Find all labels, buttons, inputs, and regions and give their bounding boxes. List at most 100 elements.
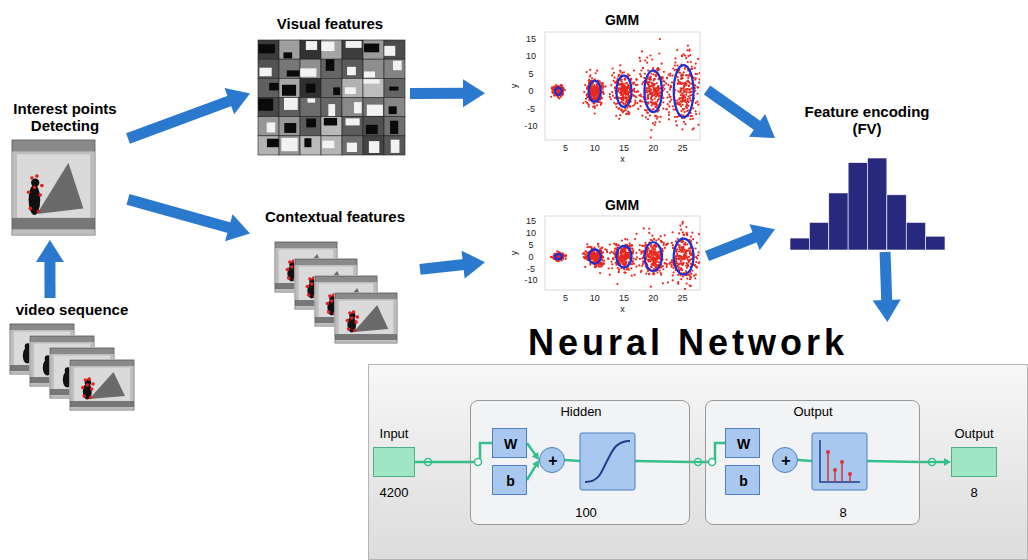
weight-box: W [492,428,527,458]
arrowhead [873,300,901,322]
tick-label: -10 [524,122,537,131]
tick-label: 10 [590,294,600,303]
signal-wire [527,460,539,480]
tick-label: 0 [528,252,533,261]
axis-label: y [510,251,519,256]
layer-block: Hidden100Wb+ [470,400,690,525]
gmm-scatter [545,32,704,154]
wire [867,461,920,462]
image-panel: Contextual features [250,205,420,348]
arrowhead [36,240,64,262]
node-value: 8 [839,506,846,521]
context-frames [275,242,397,343]
wire [798,460,812,461]
tick-label: 5 [528,240,533,249]
layer-block: Output 8 Wb + [705,400,920,525]
flow-arrow [707,90,775,138]
bias-box: b [492,465,527,495]
node-label: Neural Network [528,322,848,363]
connector-line [415,461,470,464]
node-label: W [737,436,750,452]
tick-label: 5 [563,144,568,153]
tick-label: -10 [524,276,537,285]
node-value: 100 [575,506,597,521]
node-label: b [739,473,748,489]
signal-wire [415,461,470,462]
flow-arrow [873,252,901,322]
connector-line [527,443,536,455]
panel-frame [368,364,1028,560]
node-label: Feature encoding (FV) [792,103,942,138]
flow-arrow [707,224,775,256]
flow-arrow [420,251,485,279]
tick-label: 10 [526,52,536,61]
video-frames [10,324,134,410]
arrowhead [749,224,775,250]
node-label: Output [954,427,993,442]
node-label: + [548,452,557,470]
node-label: GMM [605,12,639,28]
node-label: Output [793,405,832,420]
wire [635,461,690,462]
tick-label: 20 [648,144,658,153]
node-label: Contextual features [265,208,405,225]
output-block: Output 8 [951,425,997,503]
connector-line [690,461,705,464]
arrowhead [532,452,539,460]
node-label: video sequence [16,301,129,318]
tick-label: -5 [527,264,535,273]
histogram-panel: Feature encoding (FV) [775,100,960,252]
tick-label: 10 [590,144,600,153]
sum-node: + [772,447,798,473]
arrowhead [462,251,485,279]
cage-frame [70,360,134,410]
axis-label: x [620,305,625,314]
node-value: 8 [970,486,977,501]
network-view [368,364,1028,560]
cage-frame [12,140,95,235]
cage-frame [335,293,397,343]
sum-node: + [539,447,565,473]
arrowhead [944,458,951,466]
signal-wire [920,458,951,466]
node-label: + [781,452,790,470]
node-label: b [506,473,515,489]
connector-line [707,90,760,127]
flow-arrow [410,79,485,107]
node-label: W [504,436,517,452]
connector-line [128,199,232,228]
tick-label: 0 [528,87,533,96]
arrowhead [463,79,485,107]
arrowhead [532,460,539,468]
image-panel: Visual features [250,12,410,160]
bias-box: b [725,465,760,495]
connector-line [527,465,536,480]
feature-mosaic [258,40,405,155]
tick-label: 5 [528,69,533,78]
connector-line [920,461,945,464]
node-value: 4200 [380,486,409,501]
flow-arrow [128,88,250,139]
connector-line [707,236,758,256]
tick-label: 25 [677,144,687,153]
tick-label: 15 [619,144,629,153]
tick-label: 15 [526,216,536,225]
image-panel: video sequence [2,298,162,414]
image-panel: Interest points Detecting [2,95,128,240]
signal-wire [527,443,539,460]
tick-label: -5 [527,104,535,113]
tick-label: 5 [563,294,568,303]
connector-line [44,259,55,298]
arrowhead [749,114,775,138]
tick-label: 15 [526,34,536,43]
signal-wire [690,462,705,463]
tick-label: 15 [619,294,629,303]
node-label: Visual features [277,15,383,32]
arrowhead [225,214,250,241]
tick-label: 20 [648,294,658,303]
tick-label: 25 [677,294,687,303]
network-panel: Neural NetworkInput4200Hidden100Wb+Outpu… [368,322,1028,560]
connector-line [420,264,466,269]
arrowhead [225,88,250,114]
